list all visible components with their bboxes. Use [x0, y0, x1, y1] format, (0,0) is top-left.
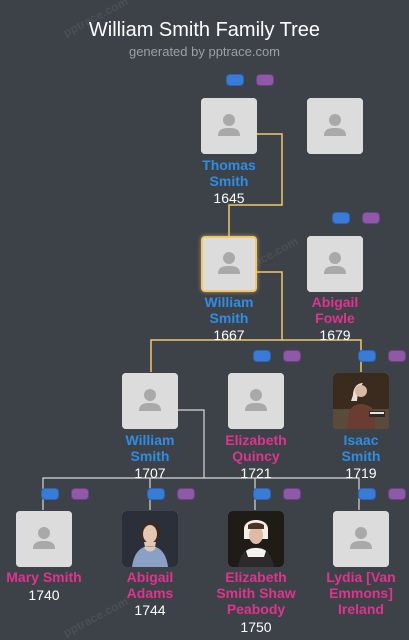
page-subtitle: generated by pptrace.com	[128, 44, 281, 59]
person-silhouette-icon	[307, 98, 363, 154]
person-last-name: Smith	[209, 173, 249, 189]
person-first-name: Lydia [Van	[326, 569, 396, 585]
person-first-name: William	[204, 294, 254, 310]
person-portrait[interactable]	[333, 373, 389, 429]
person-year: 1721	[240, 465, 272, 481]
person-first-name: Abigail	[126, 569, 174, 585]
expand-ancestors-toggle[interactable]	[253, 350, 271, 362]
person-portrait[interactable]	[228, 511, 284, 567]
expand-ancestors-toggle[interactable]	[41, 488, 59, 500]
person-first-name: Abigail	[311, 294, 359, 310]
person-year: 1707	[134, 465, 166, 481]
portrait-image	[333, 373, 389, 429]
person-photo[interactable]	[201, 236, 257, 292]
person-year: 1740	[28, 587, 60, 603]
person-year: 1679	[319, 327, 351, 343]
person-silhouette-icon	[201, 98, 257, 154]
person-first-name: Thomas	[202, 157, 256, 173]
person-last-name: Quincy	[232, 448, 280, 464]
person-last-name: Smith	[341, 448, 381, 464]
expand-ancestors-toggle[interactable]	[358, 488, 376, 500]
person-silhouette-icon	[307, 236, 363, 292]
expand-ancestors-toggle[interactable]	[147, 488, 165, 500]
person-silhouette-icon	[333, 511, 389, 567]
expand-ancestors-toggle[interactable]	[358, 350, 376, 362]
person-silhouette-icon	[122, 373, 178, 429]
person-last-name: Smith Shaw Peabody	[216, 585, 296, 617]
person-silhouette-icon	[228, 373, 284, 429]
person-last-name: Smith	[209, 310, 249, 326]
expand-descendants-toggle[interactable]	[362, 212, 380, 224]
person-name: Mary Smith	[6, 569, 82, 585]
person-photo[interactable]	[333, 511, 389, 567]
person-silhouette-icon	[203, 238, 255, 290]
person-year: 1719	[345, 465, 377, 481]
header: William Smith Family Tree generated by p…	[0, 18, 409, 61]
person-last-name: Adams	[126, 585, 174, 601]
person-last-name: Fowle	[315, 310, 355, 326]
person-photo[interactable]	[228, 373, 284, 429]
person-year: 1744	[134, 602, 166, 618]
person-photo[interactable]	[307, 98, 363, 154]
person-last-name: Smith	[130, 448, 170, 464]
expand-descendants-toggle[interactable]	[283, 488, 301, 500]
person-portrait[interactable]	[122, 511, 178, 567]
page-title: William Smith Family Tree	[88, 19, 321, 41]
expand-ancestors-toggle[interactable]	[332, 212, 350, 224]
expand-descendants-toggle[interactable]	[256, 74, 274, 86]
person-year: 1667	[213, 327, 245, 343]
expand-descendants-toggle[interactable]	[388, 488, 406, 500]
person-year: 1645	[213, 190, 245, 206]
expand-descendants-toggle[interactable]	[71, 488, 89, 500]
person-first-name: Elizabeth	[225, 432, 287, 448]
person-photo[interactable]	[122, 373, 178, 429]
person-photo[interactable]	[16, 511, 72, 567]
person-first-name: Elizabeth	[225, 569, 287, 585]
person-photo[interactable]	[307, 236, 363, 292]
expand-descendants-toggle[interactable]	[177, 488, 195, 500]
expand-ancestors-toggle[interactable]	[226, 74, 244, 86]
person-year: 1750	[240, 619, 272, 635]
portrait-image	[228, 511, 284, 567]
person-last-name: Emmons] Ireland	[329, 585, 393, 617]
expand-ancestors-toggle[interactable]	[253, 488, 271, 500]
portrait-image	[122, 511, 178, 567]
person-photo[interactable]	[201, 98, 257, 154]
person-silhouette-icon	[16, 511, 72, 567]
person-first-name: Isaac	[343, 432, 379, 448]
expand-descendants-toggle[interactable]	[388, 350, 406, 362]
person-first-name: William	[125, 432, 175, 448]
expand-descendants-toggle[interactable]	[283, 350, 301, 362]
